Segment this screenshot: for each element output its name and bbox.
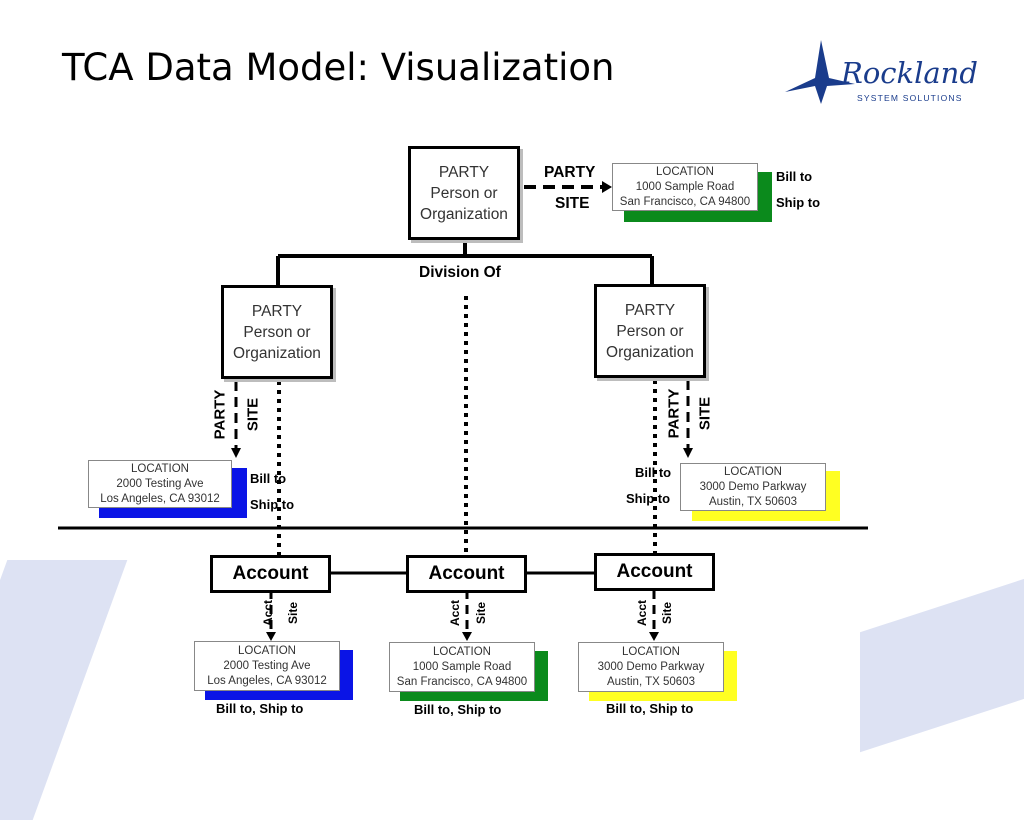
location-title: LOCATION (131, 462, 189, 475)
logo-wordmark: Rockland (841, 56, 978, 90)
logo-tagline: SYSTEM SOLUTIONS (857, 93, 963, 103)
location-address: 1000 Sample Road (635, 180, 735, 193)
bill-to-label: Bill to (250, 471, 287, 486)
ship-to-label: Ship to (250, 497, 295, 512)
party-label: PARTY (251, 302, 303, 320)
slide-title: TCA Data Model: Visualization (62, 46, 615, 89)
party-label: PARTY (624, 301, 676, 319)
location-title: LOCATION (433, 645, 491, 658)
ship-to-label: Ship to (776, 195, 821, 210)
bill-to-label: Bill to (776, 169, 813, 184)
account-box-middle: Account (406, 555, 527, 593)
location-title: LOCATION (724, 465, 782, 478)
party-site-left-site: SITE (244, 397, 262, 432)
location-title: LOCATION (238, 644, 296, 657)
acct-site-right-site: Site (660, 602, 674, 625)
location-city: Los Angeles, CA 93012 (100, 492, 220, 505)
location-address: 3000 Demo Parkway (699, 480, 807, 493)
ship-to-label: Ship to (626, 491, 671, 506)
bill-ship-label: Bill to, Ship to (414, 702, 502, 717)
location-card-bottom-left: LOCATION 2000 Testing Ave Los Angeles, C… (194, 641, 340, 691)
location-address: 2000 Testing Ave (116, 477, 204, 490)
location-address: 3000 Demo Parkway (597, 660, 705, 673)
party-type-label: Person or (430, 184, 498, 202)
location-title: LOCATION (622, 645, 680, 658)
location-city: Austin, TX 50603 (606, 675, 695, 688)
location-city: Los Angeles, CA 93012 (207, 674, 327, 687)
location-address: 1000 Sample Road (412, 660, 512, 673)
party-site-left-party: PARTY (211, 389, 229, 440)
bill-ship-label: Bill to, Ship to (216, 701, 304, 716)
account-box-right: Account (594, 553, 715, 591)
location-city: San Francisco, CA 94800 (396, 675, 528, 688)
acct-site-middle-site: Site (474, 602, 488, 625)
acct-site-middle-acct: Acct (448, 600, 462, 627)
location-card-right: LOCATION 3000 Demo Parkway Austin, TX 50… (680, 463, 826, 511)
party-site-top-site: SITE (555, 195, 590, 212)
location-title: LOCATION (656, 165, 714, 178)
party-label: PARTY (438, 163, 490, 181)
bill-to-label: Bill to (635, 465, 672, 480)
party-box-left: PARTY Person or Organization (221, 285, 333, 379)
logo-star-icon (785, 40, 855, 104)
party-box-top: PARTY Person or Organization (408, 146, 520, 240)
location-city: Austin, TX 50603 (708, 495, 797, 508)
acct-site-left-acct: Acct (261, 600, 275, 627)
bill-ship-label: Bill to, Ship to (606, 701, 694, 716)
party-org-label: Organization (606, 343, 694, 361)
party-type-label: Person or (616, 322, 684, 340)
location-address: 2000 Testing Ave (223, 659, 311, 672)
party-box-right: PARTY Person or Organization (594, 284, 706, 378)
acct-site-left-site: Site (286, 602, 300, 625)
acct-site-right-acct: Acct (635, 600, 649, 627)
connector-lines (58, 181, 868, 641)
party-org-label: Organization (420, 205, 508, 223)
location-card-bottom-middle: LOCATION 1000 Sample Road San Francisco,… (389, 642, 535, 692)
party-type-label: Person or (243, 323, 311, 341)
party-site-right-site: SITE (696, 396, 714, 431)
location-card-bottom-right: LOCATION 3000 Demo Parkway Austin, TX 50… (578, 642, 724, 692)
party-org-label: Organization (233, 344, 321, 362)
party-site-top-party: PARTY (544, 164, 596, 181)
account-box-left: Account (210, 555, 331, 593)
division-of-label: Division Of (419, 264, 501, 281)
party-site-right-party: PARTY (665, 388, 683, 439)
location-card-top: LOCATION 1000 Sample Road San Francisco,… (612, 163, 758, 211)
location-city: San Francisco, CA 94800 (619, 195, 751, 208)
location-card-left: LOCATION 2000 Testing Ave Los Angeles, C… (88, 460, 232, 508)
rockland-logo: Rockland SYSTEM SOLUTIONS (785, 38, 978, 108)
